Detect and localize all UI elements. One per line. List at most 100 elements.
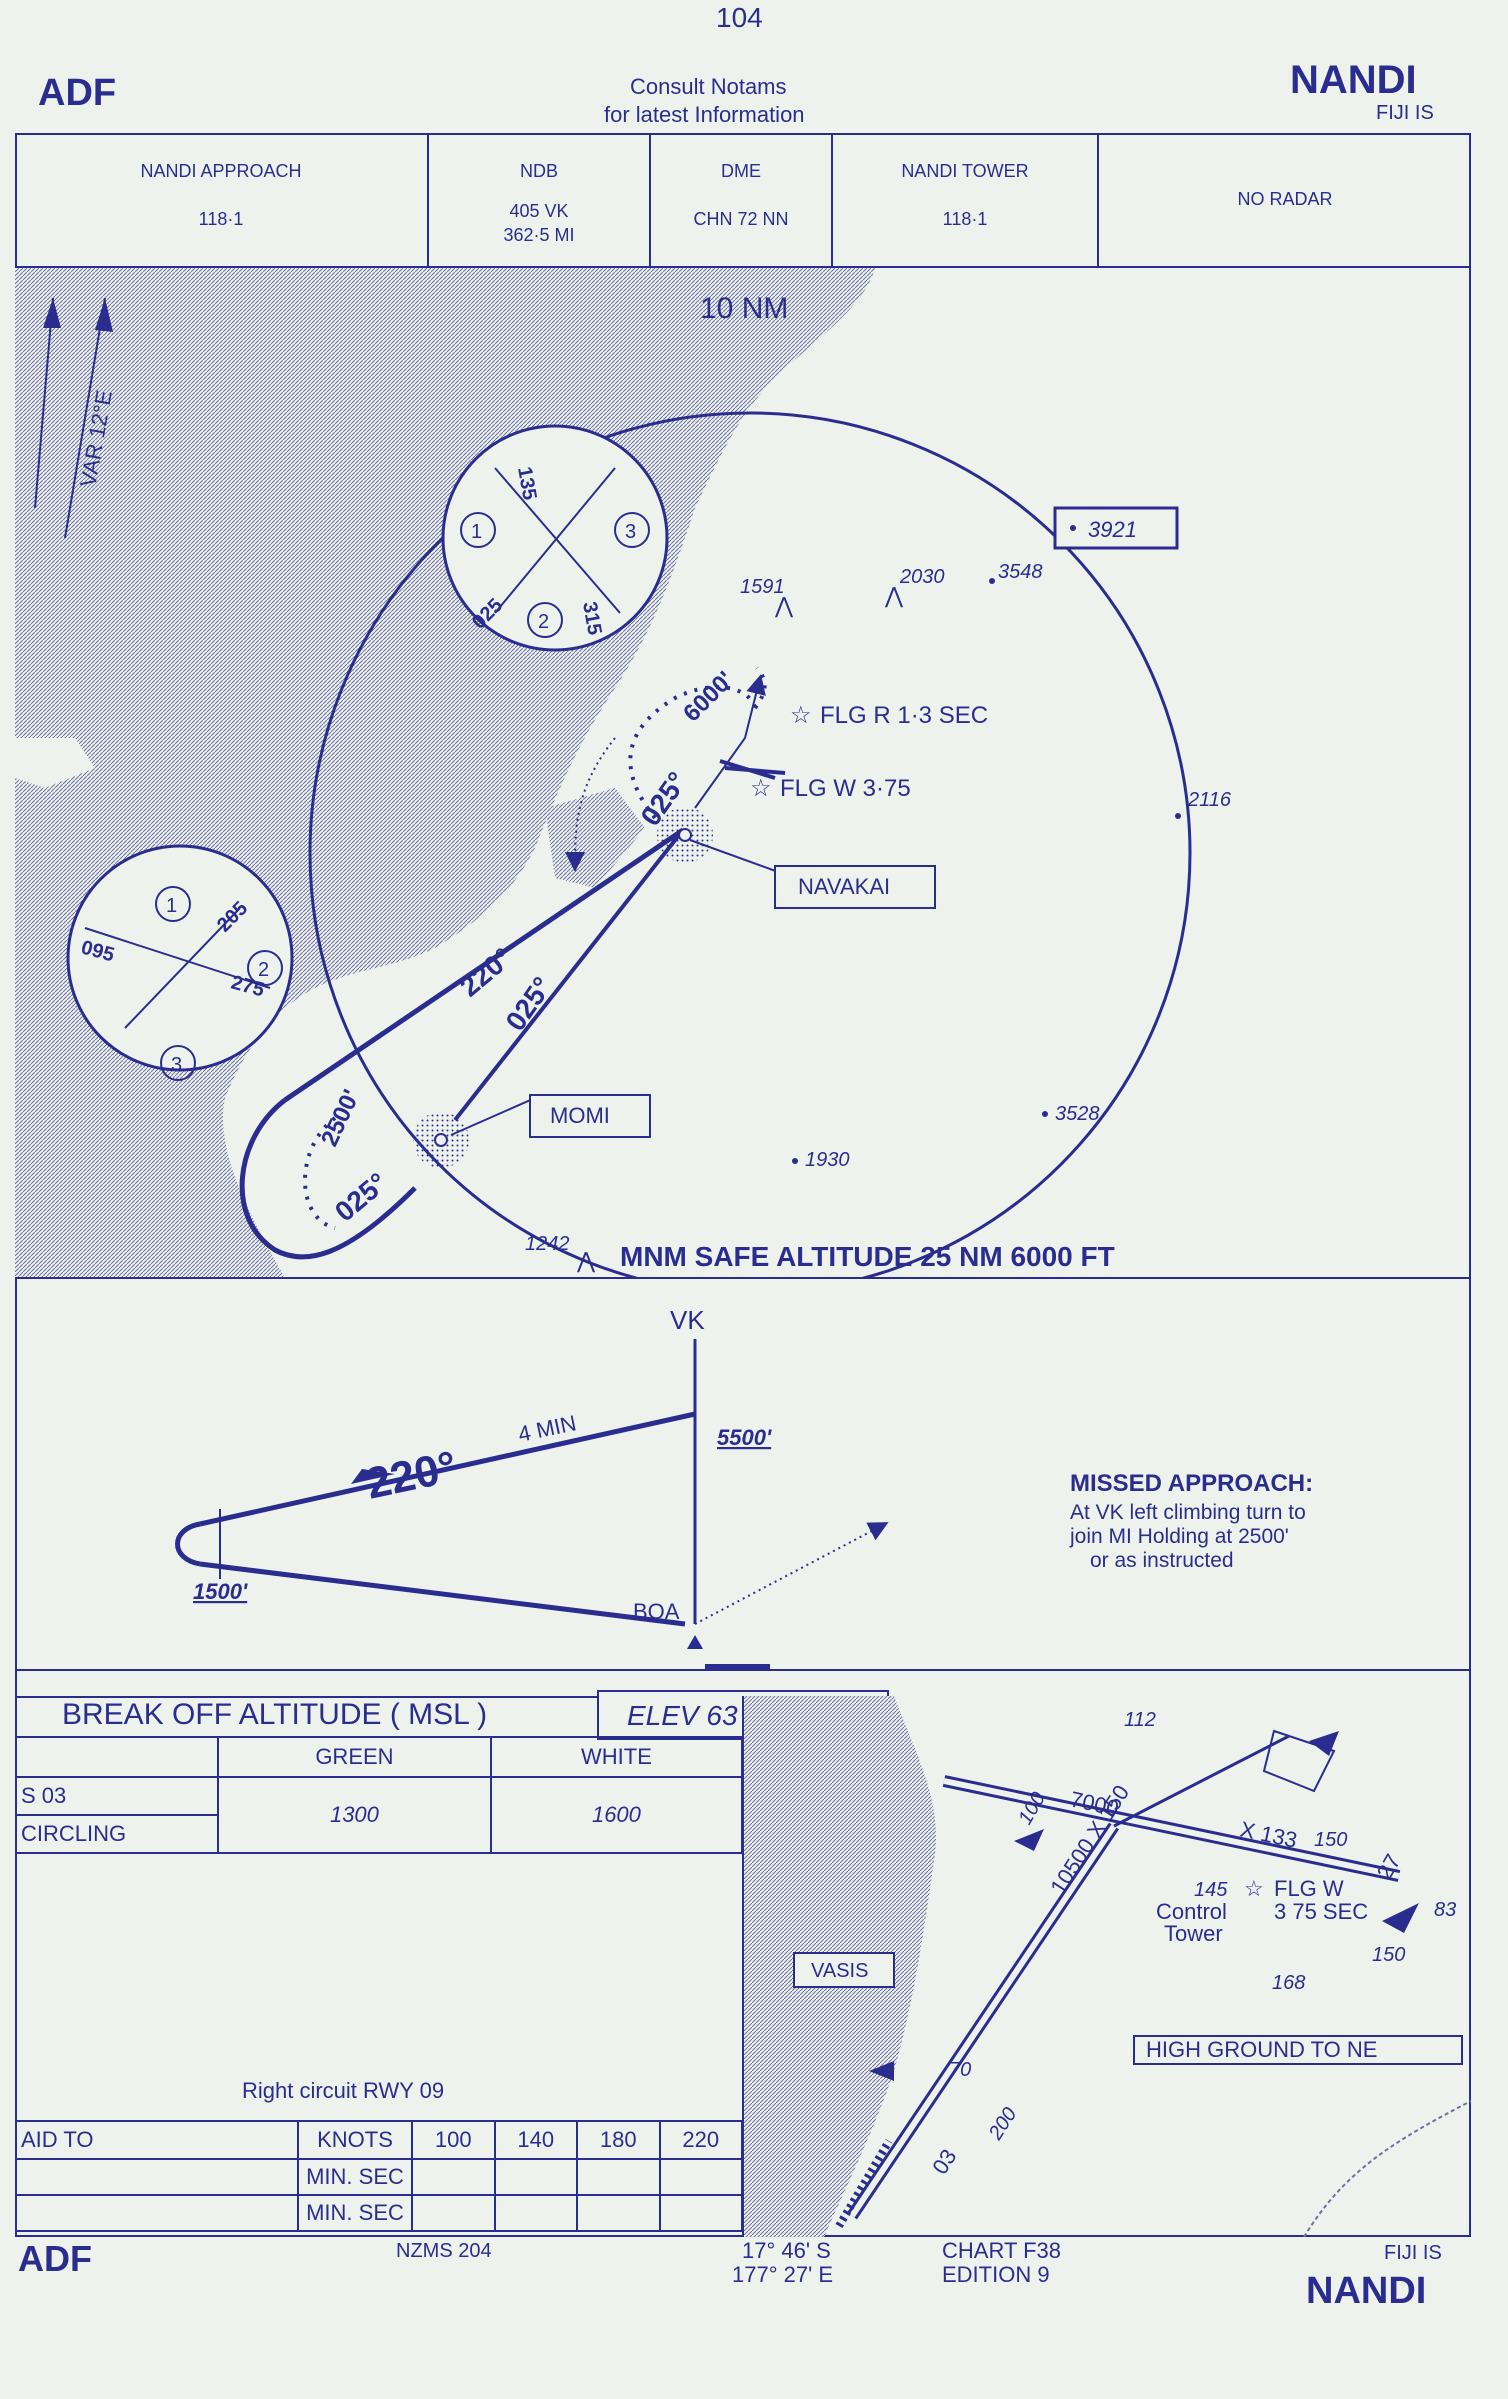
ten-nm-ring — [308, 411, 1192, 1278]
footer-edition: EDITION 9 — [942, 2262, 1050, 2287]
timing-minsec-2: MIN. SEC — [297, 2194, 413, 2232]
hold-a-num-2: 2 — [538, 611, 549, 633]
minima-right-rule — [742, 1696, 744, 2236]
island-1 — [15, 738, 95, 788]
green-value: 1300 — [217, 1776, 492, 1854]
star-icon: ☆ — [750, 775, 772, 802]
footer-chart: CHART F38 — [942, 2238, 1062, 2263]
procedure-turn — [175, 1521, 201, 1567]
spot-dot — [792, 1158, 798, 1164]
star-icon: ☆ — [790, 702, 812, 729]
footer-latitude: 17° 46' S — [742, 2238, 831, 2263]
freq-approach: NANDI APPROACH 118·1 — [15, 133, 429, 268]
coastline-detail — [1303, 2100, 1471, 2237]
outbound-leg — [199, 1411, 696, 1527]
freq-ndb: NDB 405 VK 362·5 MI — [429, 133, 651, 268]
profile-track-220: 220° — [362, 1442, 461, 1509]
track-label-025-a: 025° — [500, 971, 559, 1036]
profile-view: VK 5500' 4 MIN 220° 1500' BOA MISSED APP… — [175, 1305, 1313, 1669]
timing-220: 220 — [658, 2120, 743, 2160]
footer-right-title: NANDI — [1306, 2270, 1427, 2312]
timing-table: AID TO KNOTS 100 140 180 220 MIN. SEC MI… — [15, 2120, 743, 2232]
spot-height-3921: 3921 — [1088, 517, 1137, 542]
approach-arrow-top — [1309, 1731, 1339, 1756]
timing-minsec-1: MIN. SEC — [297, 2158, 413, 2196]
high-ground-box — [1133, 2035, 1463, 2065]
procedure-turn-track — [239, 1098, 417, 1260]
approach-lights — [835, 2138, 893, 2229]
beacon-period: 3 75 SEC — [1274, 1899, 1368, 1924]
peak-icon: ⋀ — [774, 593, 794, 618]
spot-height-3548: 3548 — [998, 561, 1043, 583]
hold-a-line-2 — [494, 467, 616, 614]
hold-b-num-1: 1 — [166, 895, 177, 917]
runway-symbol-2 — [719, 759, 776, 780]
taxiway — [1113, 1734, 1290, 1828]
frequency-row: NANDI APPROACH 118·1 NDB 405 VK 362·5 MI… — [15, 133, 1471, 268]
spot-height-1930: 1930 — [805, 1149, 850, 1171]
hold-a-num-2-ring — [527, 602, 563, 638]
hold-a-num-3: 3 — [625, 521, 636, 543]
spot-height-1591: 1591 — [740, 576, 785, 598]
climb-arrow — [694, 674, 766, 809]
white-value: 1600 — [489, 1776, 744, 1854]
spot-dot — [1070, 525, 1076, 531]
col-white: WHITE — [489, 1736, 744, 1778]
track-025-line — [453, 828, 685, 1122]
hold-a-num-1-ring — [460, 512, 496, 548]
spot-150-b: 150 — [1372, 1944, 1405, 1966]
spot-168: 168 — [1272, 1972, 1305, 1994]
spot-83: 83 — [1434, 1899, 1456, 1921]
spot-height-2030: 2030 — [899, 566, 945, 588]
profile-altitude-1500: 1500' — [193, 1579, 248, 1604]
spot-height-3528: 3528 — [1055, 1103, 1100, 1125]
true-north-arrow — [34, 297, 54, 509]
missed-approach-line-3: or as instructed — [1090, 1549, 1234, 1572]
vasis-box — [793, 1952, 895, 1988]
missed-approach-line-1: At VK left climbing turn to — [1070, 1501, 1306, 1524]
outbound-arrow — [351, 1469, 395, 1484]
ring-label: 10 NM — [700, 292, 788, 325]
timing-100: 100 — [411, 2120, 496, 2160]
plan-view-map: 10 NM VAR 12°E 1 2 3 135 025 315 1 2 3 2… — [15, 268, 1232, 1278]
notice-line-2: for latest Information — [604, 102, 805, 127]
profile-altitude-5500: 5500' — [717, 1425, 772, 1450]
light-flg-r: FLG R 1·3 SEC — [820, 702, 988, 729]
true-north-head — [43, 298, 61, 328]
momi-beacon — [434, 1133, 448, 1147]
momi-leader — [450, 1097, 536, 1136]
section-divider — [15, 1277, 1471, 1279]
timing-knots: KNOTS — [297, 2120, 413, 2160]
aerodrome-chart: VASIS 7000 X 133 10500 X 150 03 27 112 1… — [744, 1696, 1471, 2237]
spot-dot — [1042, 1111, 1048, 1117]
missed-approach-title: MISSED APPROACH: — [1070, 1470, 1313, 1497]
header-right-subtitle: FIJI IS — [1376, 102, 1434, 124]
footer-left-title: ADF — [18, 2238, 92, 2279]
header-right-title: NANDI — [1290, 58, 1417, 102]
footer-nzms: NZMS 204 — [396, 2240, 492, 2262]
magnetic-north-head — [95, 298, 113, 332]
approach-arrow-27 — [1382, 1903, 1419, 1933]
magnetic-north-arrow — [64, 297, 106, 539]
track-220-line — [283, 827, 685, 1103]
spot-112: 112 — [1124, 1709, 1156, 1731]
inbound-leg — [199, 1561, 686, 1627]
freq-radar: NO RADAR — [1237, 189, 1333, 209]
peak-icon: ⋀ — [884, 583, 904, 608]
minima-table: GREEN WHITE S 03 1300 1600 CIRCLING — [15, 1736, 744, 1854]
altitude-2500: 2500' — [316, 1086, 365, 1151]
vasis-label: VASIS — [811, 1960, 868, 1982]
hold-a-line — [494, 467, 621, 614]
peak-icon: ⋀ — [576, 1248, 596, 1273]
missed-dotted-track — [628, 685, 757, 820]
runway-03-label: 03 — [927, 2145, 961, 2179]
timing-140: 140 — [493, 2120, 578, 2160]
profile-fix-vk: VK — [670, 1305, 705, 1335]
spot-200: 200 — [984, 2104, 1021, 2145]
hold-b-num-3-ring — [160, 1045, 196, 1081]
msa-label: MNM SAFE ALTITUDE 25 NM 6000 FT — [620, 1241, 1115, 1272]
spot-dot — [1175, 813, 1181, 819]
missed-dotted-track-2 — [753, 666, 767, 710]
footer-longitude: 177° 27' E — [732, 2262, 834, 2287]
momi-label: MOMI — [550, 1103, 610, 1128]
